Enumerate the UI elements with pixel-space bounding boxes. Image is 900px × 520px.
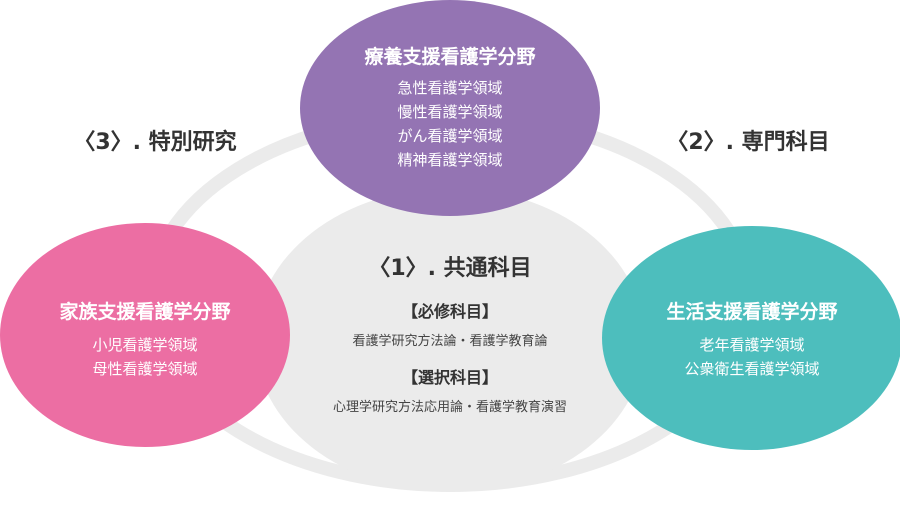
top-circle-title: 療養支援看護学分野 (364, 46, 536, 68)
right-circle-title: 生活支援看護学分野 (666, 301, 838, 323)
left-circle (0, 223, 290, 447)
right-circle-list: 老年看護学領域 公衆衛生看護学領域 (652, 333, 852, 381)
left-circle-item: 母性看護学領域 (92, 360, 198, 378)
right-circle-item: 公衆衛生看護学領域 (684, 360, 820, 378)
section-label-specialized: 〈2〉. 専門科目 (666, 130, 830, 155)
top-circle-item: がん看護学領域 (397, 127, 503, 145)
top-circle (300, 0, 600, 216)
required-courses: 看護学研究方法論・看護学教育論 (352, 334, 548, 349)
left-circle-list: 小児看護学領域 母性看護学領域 (45, 333, 245, 381)
left-circle-title: 家族支援看護学分野 (59, 301, 231, 323)
center-ellipse (255, 188, 645, 492)
left-circle-item: 小児看護学領域 (92, 336, 198, 354)
section-label-research: 〈3〉. 特別研究 (73, 130, 237, 155)
top-circle-list: 急性看護学領域 慢性看護学領域 がん看護学領域 精神看護学領域 (350, 76, 550, 172)
right-circle-item: 老年看護学領域 (699, 336, 805, 354)
right-circle (602, 226, 900, 450)
section-label-common: 〈1〉. 共通科目 (368, 256, 532, 281)
required-heading: 【必修科目】 (401, 302, 498, 321)
top-circle-item: 慢性看護学領域 (397, 103, 503, 121)
elective-courses: 心理学研究方法応用論・看護学教育演習 (332, 400, 567, 415)
elective-heading: 【選択科目】 (401, 368, 498, 387)
top-circle-item: 精神看護学領域 (397, 151, 503, 169)
top-circle-item: 急性看護学領域 (397, 79, 503, 97)
